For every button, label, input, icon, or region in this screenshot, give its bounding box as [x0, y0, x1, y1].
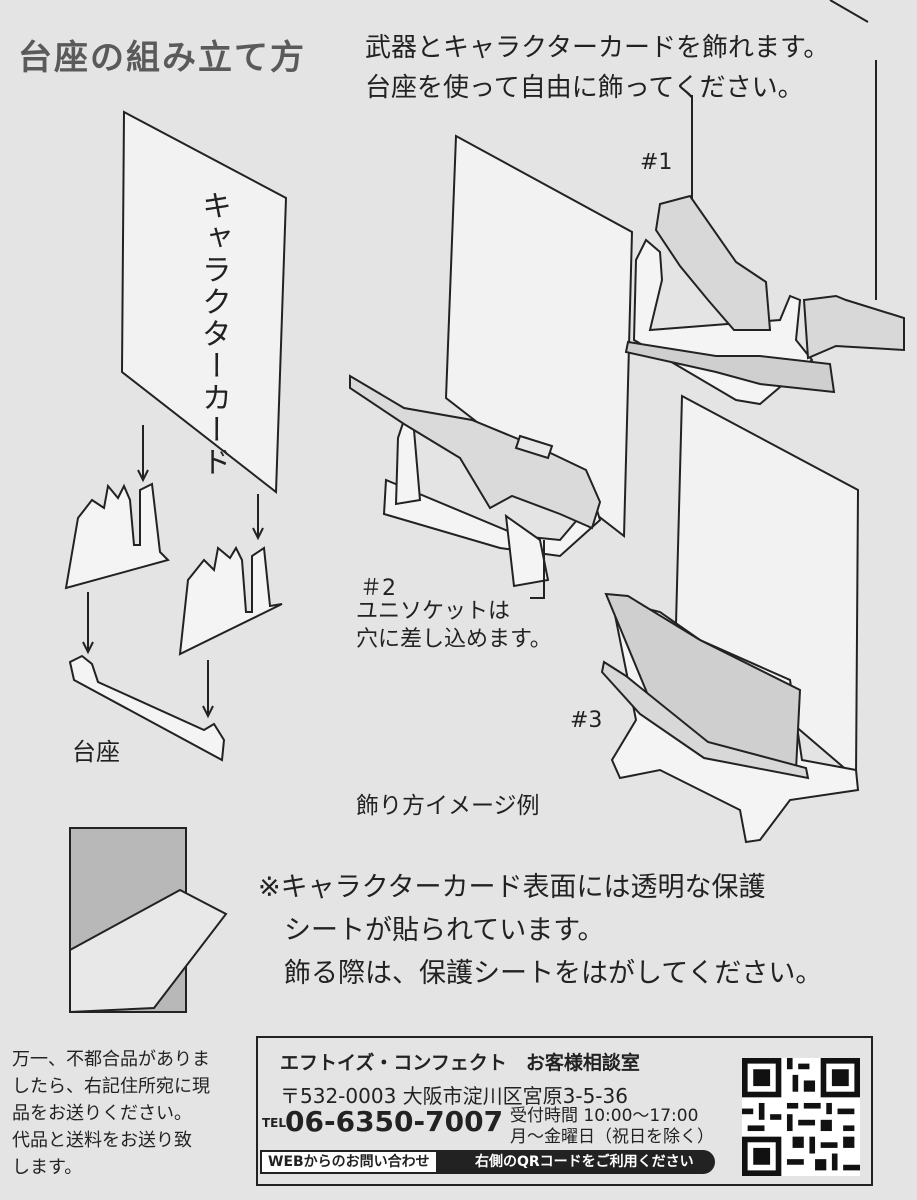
- hours-line-2: 月～金曜日（祝日を除く）: [510, 1127, 714, 1148]
- socket-note-line-1: ユニソケットは: [356, 598, 552, 626]
- phone-number[interactable]: 06-6350-7007: [285, 1105, 503, 1138]
- protection-note-line-1: ※キャラクターカード表面には透明な保護: [258, 866, 822, 909]
- protection-note: ※キャラクターカード表面には透明な保護 シートが貼られています。 飾る際は、保護…: [258, 866, 822, 995]
- stand-part-left: [66, 484, 168, 588]
- warranty-line-5: します。: [12, 1154, 247, 1181]
- company-name: エフトイズ・コンフェクト お客様相談室: [280, 1048, 640, 1075]
- hours-line-1: 受付時間 10:00～17:00: [510, 1106, 714, 1127]
- socket-note-line-2: 穴に差し込めます。: [356, 626, 552, 654]
- web-inquiry-bar[interactable]: WEBからのお問い合わせ 右側のQRコードをご利用ください: [260, 1150, 715, 1174]
- intro-line-1: 武器とキャラクターカードを飾れます。: [365, 28, 829, 68]
- warranty-line-3: 品をお送りください。: [12, 1100, 247, 1127]
- example-3-label: #3: [570, 708, 602, 733]
- warranty-note: 万一、不都合品がありま したら、右記住所宛に現 品をお送りください。 代品と送料…: [12, 1046, 247, 1181]
- qr-code-icon[interactable]: [738, 1058, 864, 1176]
- stand-part-right: [180, 548, 282, 654]
- qr-instruction: 右側のQRコードをご利用ください: [475, 1150, 694, 1174]
- base-label: 台座: [72, 732, 120, 767]
- arrow-icon: [203, 660, 213, 716]
- stand-2-part: [506, 516, 548, 586]
- intro-text: 武器とキャラクターカードを飾れます。 台座を使って自由に飾ってください。: [365, 28, 829, 108]
- arrow-icon: [83, 592, 93, 652]
- corner-line: [830, 0, 868, 22]
- warranty-line-4: 代品と送料をお送り致: [12, 1127, 247, 1154]
- arrow-icon: [138, 425, 148, 480]
- arrow-icon: [253, 494, 263, 538]
- web-inquiry-label: WEBからのお問い合わせ: [260, 1150, 438, 1174]
- warranty-line-2: したら、右記住所宛に現: [12, 1073, 247, 1100]
- scabbard-shape: [804, 296, 904, 358]
- protection-note-line-3: 飾る際は、保護シートをはがしてください。: [258, 952, 822, 995]
- business-hours: 受付時間 10:00～17:00 月～金曜日（祝日を除く）: [510, 1106, 714, 1148]
- protection-note-line-2: シートが貼られています。: [258, 909, 822, 952]
- pistol-shape: [656, 196, 770, 330]
- page-title: 台座の組み立て方: [18, 30, 306, 79]
- warranty-line-1: 万一、不都合品がありま: [12, 1046, 247, 1073]
- intro-line-2: 台座を使って自由に飾ってください。: [365, 68, 829, 108]
- example-1-label: #1: [640, 150, 672, 175]
- tel-prefix: TEL: [262, 1116, 286, 1130]
- character-card-label: キャラクターカード: [190, 190, 230, 478]
- display-caption: 飾り方イメージ例: [356, 786, 540, 820]
- socket-note: ユニソケットは 穴に差し込めます。: [356, 598, 552, 654]
